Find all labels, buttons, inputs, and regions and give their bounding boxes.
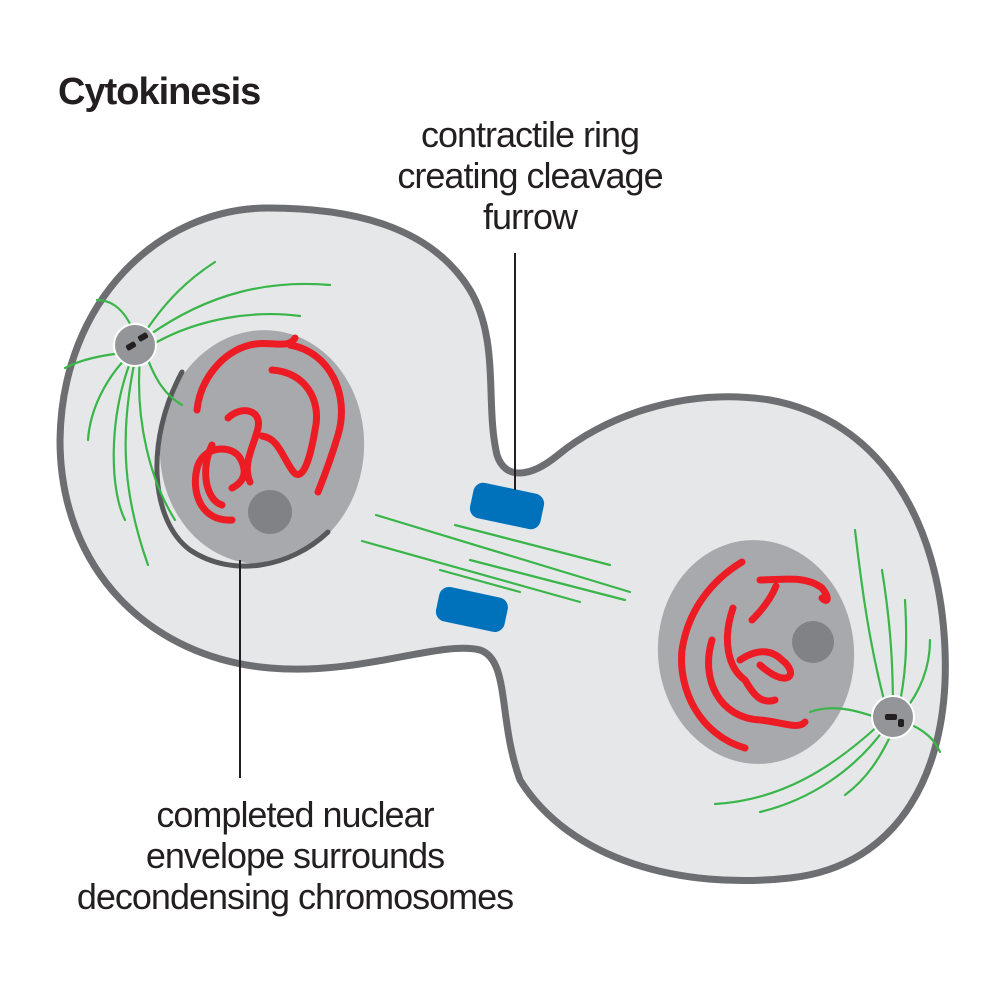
left-nucleolus: [248, 490, 292, 534]
centrosome-icon: [871, 695, 915, 739]
contractile-ring-lower: [435, 586, 508, 633]
contractile-ring-label: contractile ring creating cleavage furro…: [360, 114, 700, 237]
contractile-ring-label-line-2: creating cleavage: [397, 155, 663, 196]
contractile-ring-label-line-1: contractile ring: [420, 114, 640, 155]
right-chromosomes: [678, 558, 831, 752]
nuclear-envelope-label-line-3: decondensing chromosomes: [76, 876, 514, 917]
nuclear-envelope-label-line-1: completed nuclear: [156, 794, 434, 835]
diagram-title: Cytokinesis: [58, 71, 261, 113]
right-nucleolus: [792, 621, 834, 663]
centrosome-icon: [113, 323, 157, 367]
nuclear-envelope-label-line-2: envelope surrounds: [145, 835, 445, 876]
left-nucleus: [159, 330, 365, 564]
nuclear-envelope-label: completed nuclear envelope surrounds dec…: [30, 794, 560, 917]
left-nuclear-envelope: [154, 369, 331, 569]
contractile-ring-label-line-3: furrow: [482, 196, 578, 237]
midzone-microtubules: [360, 513, 632, 604]
left-chromosomes: [191, 334, 345, 524]
contractile-ring-upper: [469, 482, 545, 530]
